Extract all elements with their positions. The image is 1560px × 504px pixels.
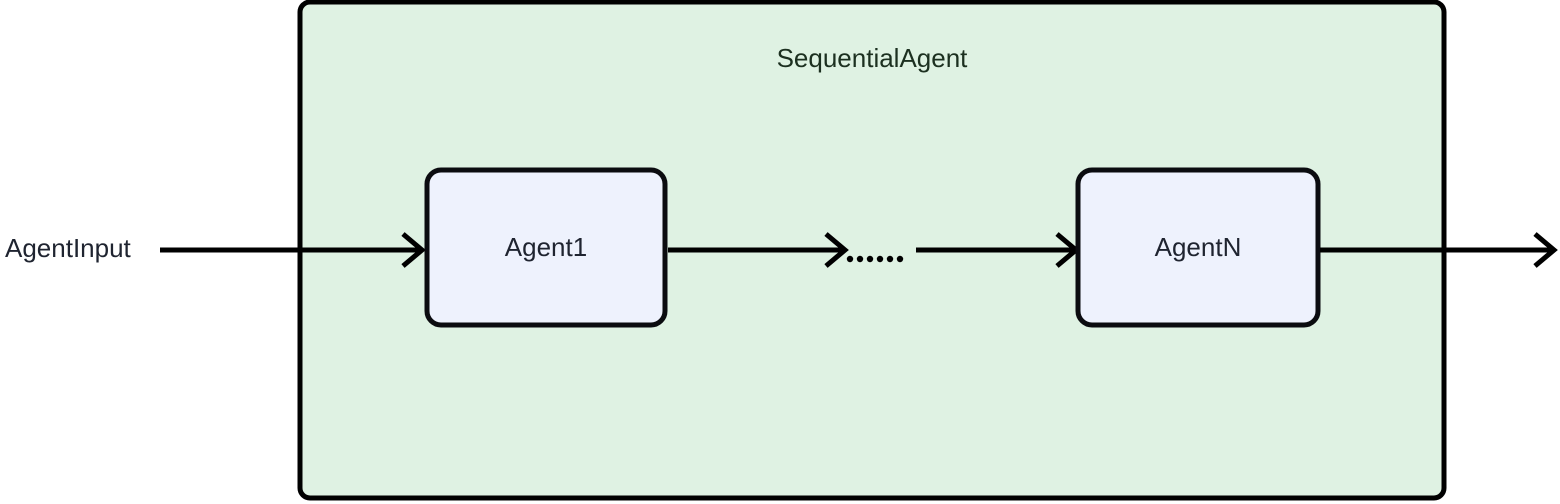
agent1-box[interactable] [424,167,668,328]
edge-agentn-to-output [1320,232,1558,268]
arrowhead-icon [824,232,849,268]
agent-input-label: AgentInput [5,233,132,263]
ellipsis-dot [896,255,904,263]
edge-agent1-to-ellipsis [668,232,849,268]
agentn-label: AgentN [1155,232,1242,262]
edge-input-to-agent1 [160,232,426,268]
arrowhead-icon [401,232,426,268]
ellipsis-dot [886,255,894,263]
arrowhead-icon [1533,232,1558,268]
ellipsis-dot [876,255,884,263]
ellipsis-dot [856,255,864,263]
ellipsis-dots [846,255,904,263]
sequential-agent-group-title: SequentialAgent [777,43,969,73]
ellipsis-dot [866,255,874,263]
node-agent1[interactable]: Agent1 [424,167,668,328]
ellipsis-dot [846,255,854,263]
node-agentn[interactable]: AgentN [1075,167,1321,328]
agentn-box[interactable] [1075,167,1321,328]
agent1-label: Agent1 [505,232,587,262]
